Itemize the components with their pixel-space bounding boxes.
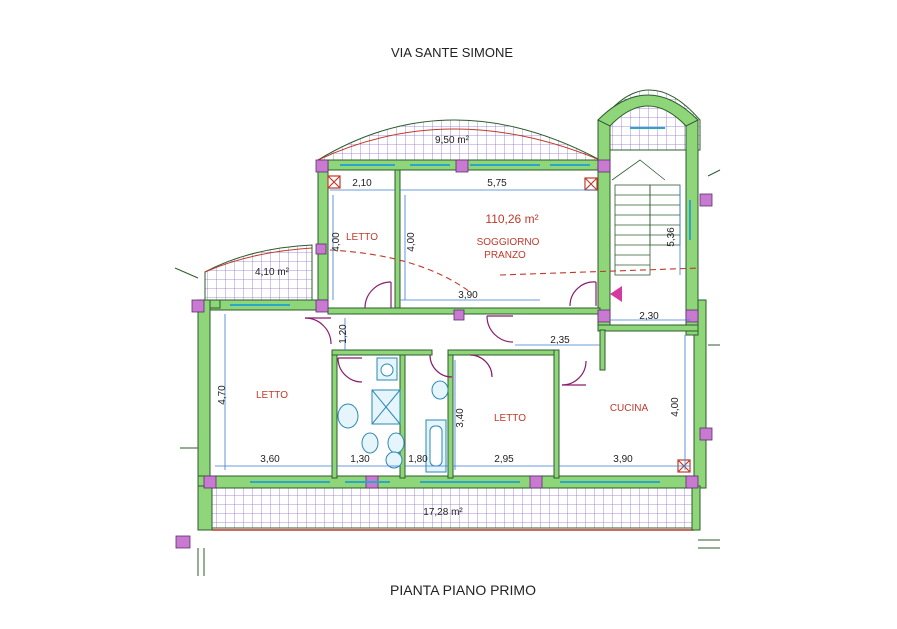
dim-4-00-c: 4,00 xyxy=(670,397,681,417)
room-soggiorno: SOGGIORNO xyxy=(477,237,540,248)
dashed-line xyxy=(329,249,701,293)
windows xyxy=(230,127,691,483)
dimension-labels: 2,10 5,75 4,00 4,00 3,90 5,36 2,30 1,20 … xyxy=(217,178,681,465)
dim-5-75: 5,75 xyxy=(487,178,507,189)
terrace-south-area: 17,28 m² xyxy=(423,507,463,518)
total-area: 110,26 m² xyxy=(485,212,538,226)
staircase xyxy=(611,159,681,276)
terrace-west xyxy=(204,244,313,301)
dim-3-90-a: 3,90 xyxy=(458,290,478,301)
dim-2-95: 2,95 xyxy=(494,454,514,465)
bathroom-fixtures xyxy=(337,357,449,473)
room-letto-1: LETTO xyxy=(346,232,378,243)
door-swings xyxy=(304,281,597,386)
room-pranzo: PRANZO xyxy=(484,250,526,261)
dimension-lines xyxy=(215,185,690,470)
terrace-west-area: 4,10 m² xyxy=(255,267,290,278)
dim-2-35: 2,35 xyxy=(550,335,570,346)
exterior-ticks xyxy=(174,169,721,576)
street-name: VIA SANTE SIMONE xyxy=(391,45,513,60)
room-cucina: CUCINA xyxy=(610,403,649,414)
dim-1-20: 1,20 xyxy=(338,324,349,344)
dim-3-90-b: 3,90 xyxy=(613,454,633,465)
room-letto-3: LETTO xyxy=(494,413,526,424)
room-letto-2: LETTO xyxy=(256,390,288,401)
dim-1-80: 1,80 xyxy=(408,454,428,465)
dim-4-00-b: 4,00 xyxy=(406,232,417,252)
dim-1-30: 1,30 xyxy=(350,454,370,465)
dim-4-00-a: 4,00 xyxy=(331,232,342,252)
structural-columns xyxy=(175,159,713,549)
dim-5-36: 5,36 xyxy=(666,227,677,247)
dim-3-40: 3,40 xyxy=(455,408,466,428)
dim-4-70: 4,70 xyxy=(217,385,228,405)
terrace-north-area: 9,50 m² xyxy=(435,135,470,146)
terrace-north xyxy=(316,119,601,161)
plan-caption: PIANTA PIANO PRIMO xyxy=(390,582,536,598)
dim-2-30: 2,30 xyxy=(639,311,659,322)
dim-2-10: 2,10 xyxy=(352,178,372,189)
dim-3-60: 3,60 xyxy=(260,454,280,465)
entrance-marker xyxy=(610,286,622,302)
